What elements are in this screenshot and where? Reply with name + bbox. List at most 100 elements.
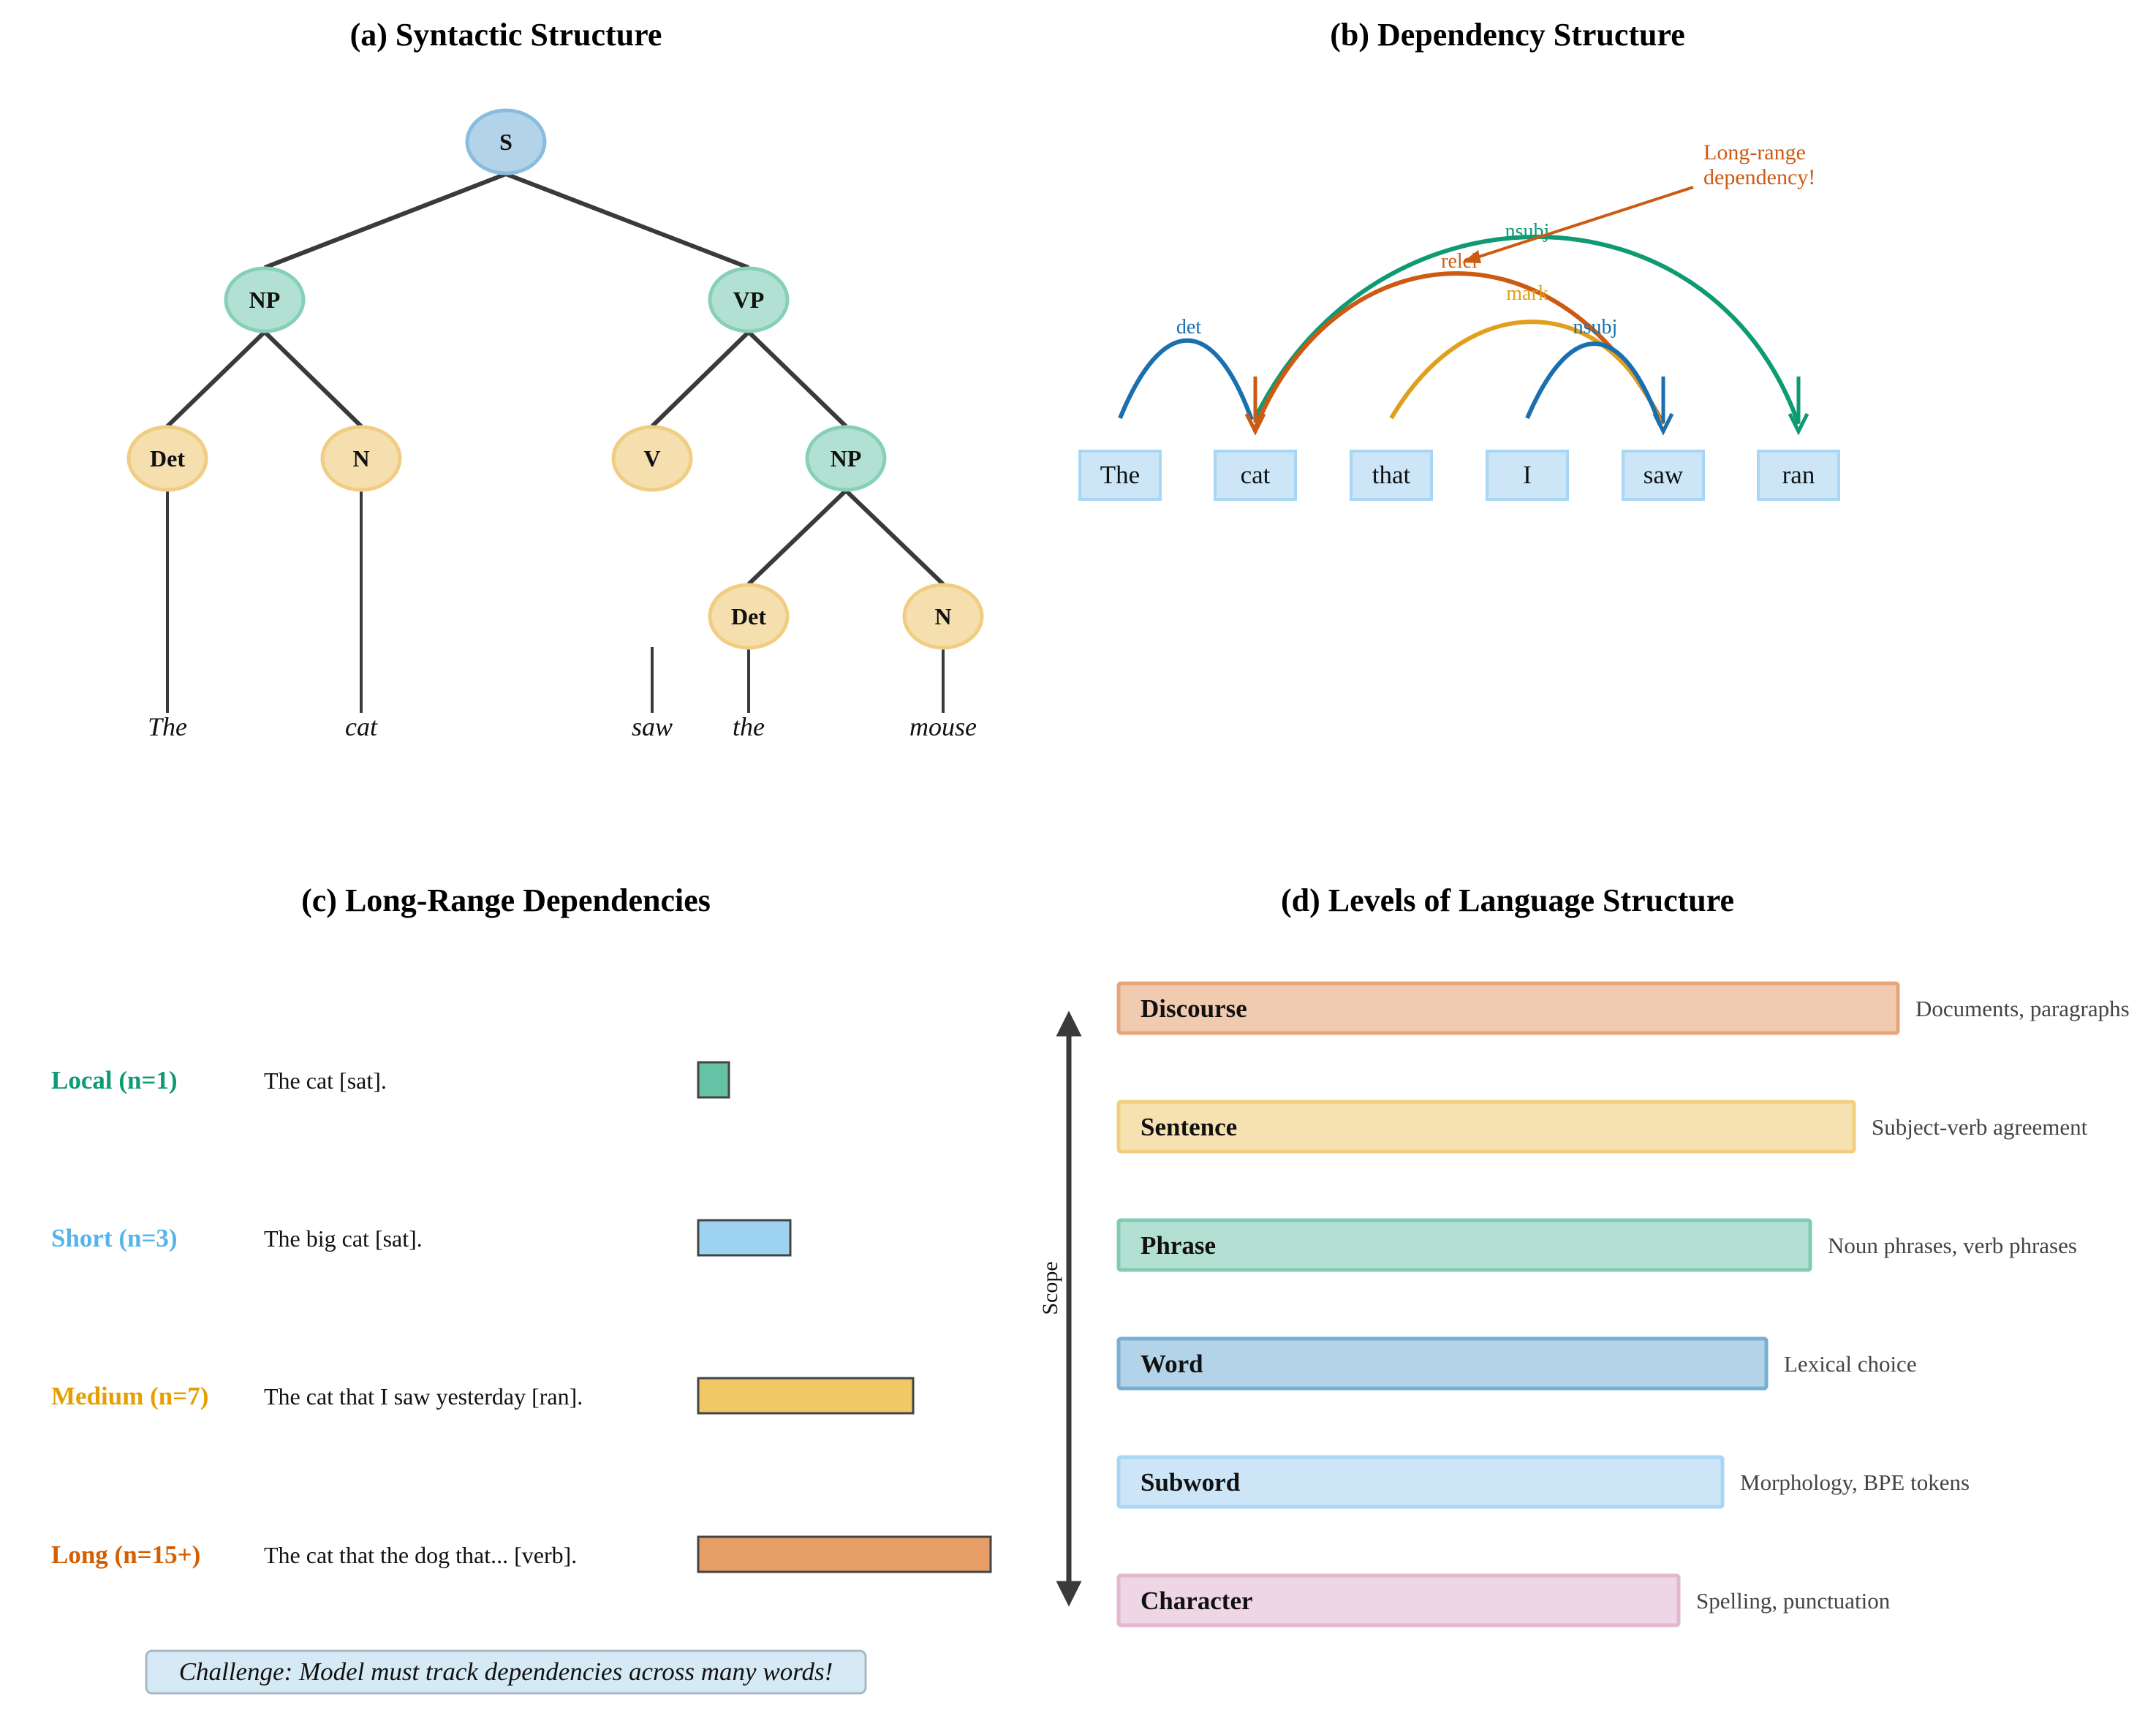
range-label: Medium (n=7) [51,1382,208,1410]
level-name: Word [1141,1350,1203,1378]
tree-word: saw [632,712,673,741]
challenge-box: Challenge: Model must track dependencies… [145,1649,867,1695]
tree-edges [165,172,945,713]
dependency-label-det: det [1176,316,1201,339]
dependency-arc-nsubj [1253,235,1801,426]
level-name: Sentence [1141,1113,1237,1141]
dependency-arc-nsubj [1525,341,1662,426]
level-name: Phrase [1141,1231,1216,1260]
tree-edge-s-np1 [263,172,507,270]
token-box [1486,450,1569,501]
level-description: Documents, paragraphs [1915,996,2130,1021]
tree-node-n1 [320,425,402,492]
token-text: ran [1782,461,1815,489]
tree-node-label-v: V [643,445,660,472]
tree-node-s [465,108,547,175]
tree-node-np2 [805,425,887,492]
panel-long-range-dependencies: (c) Long-Range Dependencies Local (n=1) T… [51,882,992,1695]
level-name: Subword [1141,1468,1241,1497]
level-bar-phrase [1116,1218,1812,1272]
token-box [1350,450,1433,501]
dependency-label-nsubj: nsubj [1573,316,1618,339]
tree-node-label-np1: NP [249,287,281,313]
dependency-label-nsubj: nsubj [1505,220,1550,243]
level-description: Lexical choice [1784,1351,1917,1377]
range-label: Local (n=1) [51,1066,178,1094]
range-bar [697,1061,730,1099]
level-description: Noun phrases, verb phrases [1828,1233,2077,1258]
range-example: The cat [sat]. [264,1067,387,1094]
token-box [1078,450,1162,501]
token-text: saw [1644,461,1684,489]
tree-node-label-n2: N [934,603,951,629]
annotation-line-2: dependency! [1703,165,1815,189]
tree-node-det1 [126,425,208,492]
tree-word: mouse [909,712,977,741]
level-bar-sentence [1116,1100,1856,1154]
scope-axis-label: Scope [1038,1261,1062,1315]
tree-edge-np2-n2 [844,488,945,586]
panel-c-title: (c) Long-Range Dependencies [301,882,711,918]
range-label: Long (n=15+) [51,1540,200,1569]
annotation-line-1: Long-range [1703,140,1806,164]
dependency-arc-det [1118,338,1254,421]
tree-edge-np2-det2 [746,488,848,586]
dependency-label-mark: mark [1506,282,1548,305]
annotation-arrow [1467,186,1694,262]
range-bar [697,1535,992,1573]
token-text: that [1372,461,1411,489]
tree-edge-vp-v [650,330,751,428]
tree-node-label-det1: Det [150,445,185,472]
panel-dependency-structure: (b) Dependency Structure detnsubjrelclma… [1078,17,1840,501]
tree-node-label-det2: Det [731,603,766,629]
level-bar-subword [1116,1455,1725,1509]
tree-word: the [733,712,765,741]
long-range-annotation: Long-range dependency! [1462,140,1815,263]
dependency-arc-mark [1389,319,1663,426]
tree-node-label-np2: NP [831,445,862,472]
range-bar [697,1377,915,1415]
tree-word: cat [345,712,378,741]
tree-node-np1 [224,266,306,333]
tree-node-label-s: S [499,129,512,155]
level-description: Subject-verb agreement [1872,1114,2088,1140]
level-name: Character [1141,1587,1253,1615]
tree-node-n2 [902,583,984,650]
challenge-box-frame [145,1649,867,1695]
dependency-arrow-head [1244,412,1266,436]
token-text: I [1523,461,1532,489]
tree-node-vp [708,266,790,333]
level-name: Discourse [1141,994,1247,1023]
tree-node-v [611,425,693,492]
range-bar [697,1219,792,1257]
tree-edge-np1-det1 [165,330,267,428]
challenge-text: Challenge: Model must track dependencies… [179,1657,833,1686]
range-label: Short (n=3) [51,1224,178,1252]
panel-levels-of-language: (d) Levels of Language Structure Scope D… [1038,882,2130,1627]
token-box [1757,450,1840,501]
level-bar-word [1116,1336,1769,1391]
level-bar-character [1116,1573,1681,1627]
level-description: Morphology, BPE tokens [1740,1470,1970,1495]
tree-node-det2 [708,583,790,650]
token-text: The [1100,461,1140,489]
tree-word: The [148,712,187,741]
token-box [1622,450,1705,501]
tree-edge-np1-n1 [262,330,363,428]
dependency-arc-relcl [1253,271,1665,430]
range-rows: Local (n=1)The cat [sat].Short (n=3)The … [51,1061,992,1573]
token-text: cat [1241,461,1271,489]
level-bar-discourse [1116,981,1900,1035]
tree-node-label-vp: VP [733,287,765,313]
level-description: Spelling, punctuation [1696,1588,1891,1614]
tree-words: The cat saw the mouse [148,712,977,741]
tree-edge-vp-np2 [746,330,848,428]
tree-edge-s-vp [504,172,750,270]
panel-b-title: (b) Dependency Structure [1330,17,1685,53]
panel-a-title: (a) Syntactic Structure [350,17,662,53]
